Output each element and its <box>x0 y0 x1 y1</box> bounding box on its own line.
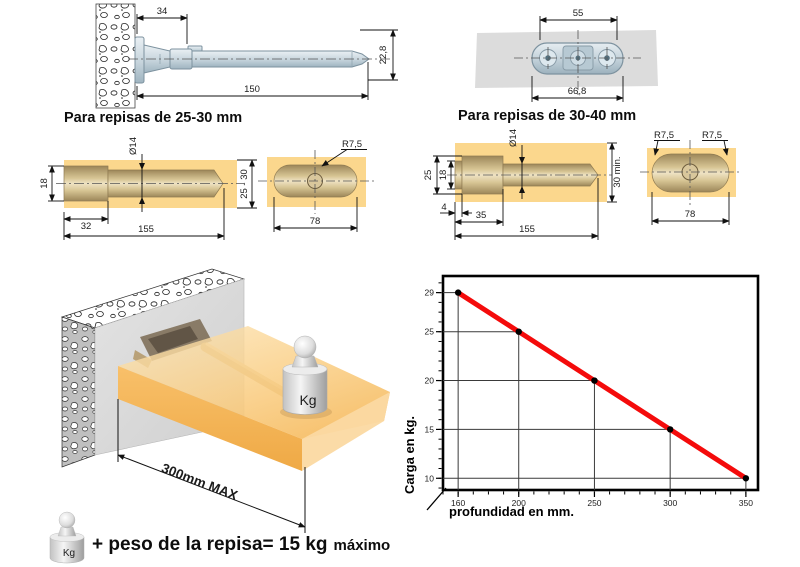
dimension-25 <box>433 155 462 195</box>
data-point <box>666 426 674 433</box>
bracket-top <box>531 42 624 75</box>
data-point <box>454 289 462 296</box>
dimension-78 <box>273 197 358 232</box>
y-tick-label: 20 <box>425 376 435 386</box>
x-tick-label: 250 <box>587 498 601 508</box>
y-tick-label: 29 <box>425 288 435 298</box>
drawings-30-40: 25 18 Ø14 4 35 155 <box>423 129 742 240</box>
drawings-25-30: 18 Ø14 32 155 25 - 30 <box>39 137 374 240</box>
dim-34-label: 34 <box>157 6 168 17</box>
dim-55-label: 55 <box>573 8 584 19</box>
dimension-66-8 <box>531 76 624 102</box>
x-tick-label: 350 <box>739 498 753 508</box>
dim-r75-right-label: R7,5 <box>702 130 722 141</box>
dimension-25-30 <box>237 159 257 209</box>
dim-66-8-label: 66,8 <box>568 86 587 97</box>
dim-150-label: 150 <box>244 84 260 95</box>
y-tick-label: 25 <box>425 327 435 337</box>
dimension-155 <box>454 178 599 240</box>
radius-leader <box>321 149 367 167</box>
y-tick-label: 10 <box>425 473 435 483</box>
dim-25-label: 25 <box>423 170 434 181</box>
dim-4-label: 4 <box>441 202 446 213</box>
dimension-55 <box>539 16 618 40</box>
dim-155-label: 155 <box>519 224 535 235</box>
dimension-dia14 <box>139 154 145 212</box>
dimension-150 <box>136 62 369 100</box>
dim-35-label: 35 <box>476 210 487 221</box>
dim-18-label: 18 <box>39 178 50 189</box>
dim-32-label: 32 <box>81 221 92 232</box>
caption-25-30: Para repisas de 25-30 mm <box>64 110 243 126</box>
dim-25-30-label: 25 - 30 <box>239 169 250 199</box>
dimension-300mm <box>117 399 306 533</box>
note-main: + peso de la repisa= 15 kg <box>92 534 328 555</box>
dim-dia14-label: Ø14 <box>508 129 519 147</box>
x-tick-label: 160 <box>451 498 465 508</box>
weight-kg-label: Kg <box>299 392 316 408</box>
load-illustration: Kg 300mm MAX Kg <box>49 268 390 564</box>
x-tick-label: 200 <box>512 498 526 508</box>
wall-section <box>95 3 136 109</box>
x-axis-label: profundidad en mm. <box>449 504 574 519</box>
bracket-side <box>134 36 370 84</box>
small-weight-icon: Kg <box>49 511 85 564</box>
chart-plot-area: 160 200 250 300 350 10 15 20 25 29 <box>425 274 760 511</box>
y-tick-label: 15 <box>425 424 435 434</box>
dimension-34 <box>136 14 188 44</box>
dim-300mm-label: 300mm MAX <box>159 460 239 503</box>
dimension-18 <box>48 165 64 202</box>
centerlines <box>258 150 374 214</box>
small-weight-kg-label: Kg <box>63 548 75 559</box>
dimension-30min <box>607 142 617 203</box>
top-view-drawing: 55 66,8 <box>475 8 658 102</box>
dim-155-label: 155 <box>138 224 154 235</box>
x-tick-label: 300 <box>663 498 677 508</box>
dim-dia14-label: Ø14 <box>128 137 139 155</box>
dim-r75-label: R7,5 <box>342 139 362 150</box>
weight-3d: Kg <box>280 335 332 419</box>
dimension-22-8 <box>360 29 398 81</box>
dimension-78 <box>651 192 730 225</box>
dimension-dia14 <box>519 145 525 199</box>
data-point <box>515 328 522 335</box>
data-point <box>742 475 750 482</box>
dimension-18 <box>447 160 455 190</box>
axis-break-mark <box>426 487 447 511</box>
centerlines <box>514 30 641 95</box>
data-point <box>591 377 598 384</box>
max-weight-note: + peso de la repisa= 15 kg máximo <box>92 534 390 556</box>
dim-30min-label: 30 min. <box>612 156 623 187</box>
dim-r75-left-label: R7,5 <box>654 130 674 141</box>
load-chart: 160 200 250 300 350 10 15 20 25 29 profundidad en… <box>402 274 760 519</box>
dim-78-label: 78 <box>685 209 696 220</box>
dimension-35 <box>454 189 504 226</box>
caption-30-40: Para repisas de 30-40 mm <box>458 108 637 124</box>
y-axis-label: Carga en kg. <box>402 416 417 494</box>
note-suffix: máximo <box>333 537 391 554</box>
dim-22-8-label: 22,8 <box>378 46 389 65</box>
centerlines <box>640 140 742 205</box>
dim-18-label: 18 <box>438 170 449 181</box>
radius-leaders <box>653 140 729 156</box>
dimension-155 <box>63 188 225 240</box>
side-view-drawing: 34 150 22,8 <box>95 3 398 109</box>
dim-78-label: 78 <box>310 216 321 227</box>
